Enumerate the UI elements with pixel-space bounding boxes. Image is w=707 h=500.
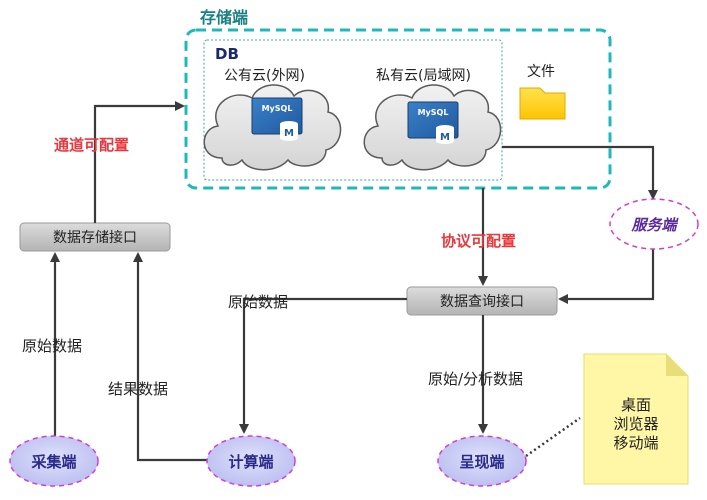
public-cloud-label: 公有云(外网) [224,68,305,84]
folder-icon [519,87,566,120]
db-inner-border [203,39,503,181]
store-interface: 数据存储接口 [19,222,171,252]
raw-analysis-label: 原始/分析数据 [428,370,523,388]
arrow-service-to-query [558,246,655,304]
service-node: 服务端 [609,198,699,250]
arrow-compute-to-store [133,252,208,462]
storage-title: 存储端 [200,8,248,27]
db-label: DB [215,45,239,63]
note-line-desktop: 桌面 [621,396,651,414]
storage-region: 存储端 DB [184,8,612,190]
compute-node: 计算端 [206,435,296,487]
public-cloud: 公有云(外网) MySQL M [203,68,342,171]
private-cloud-label: 私有云(局域网) [376,68,471,84]
client-note: 桌面 浏览器 移动端 [583,353,689,485]
result-data-label: 结果数据 [108,380,168,398]
query-interface: 数据查询接口 [406,286,558,316]
svg-text:MySQL: MySQL [418,108,449,117]
service-label: 服务端 [630,216,679,234]
raw-data-top-label: 原始数据 [228,293,288,311]
raw-data-left-label: 原始数据 [22,337,82,355]
note-line-browser: 浏览器 [613,415,658,433]
query-interface-label: 数据查询接口 [440,293,524,310]
compute-label: 计算端 [228,453,273,471]
note-paper [583,353,689,485]
arrow-cloud-to-service [502,145,658,200]
svg-text:MySQL: MySQL [262,104,293,113]
channel-config-label: 通道可配置 [54,136,129,154]
mysql-db-icon: MySQL M [251,97,303,141]
file-folder: 文件 [519,64,566,120]
mysql-db-icon: MySQL M [407,101,459,144]
store-interface-label: 数据存储接口 [53,229,137,246]
collector-node: 采集端 [9,435,99,487]
arrow-store-to-storage [93,101,185,223]
dotted-presenter-to-note [525,416,581,458]
private-cloud: 私有云(局域网) MySQL M [363,68,502,171]
note-line-mobile: 移动端 [613,434,658,452]
protocol-config-label: 协议可配置 [441,232,516,250]
presenter-node: 呈现端 [437,435,527,487]
svg-text:M: M [440,132,450,143]
storage-outer-border [184,28,612,190]
svg-text:M: M [284,128,294,139]
connectors [50,101,658,462]
collector-label: 采集端 [30,453,76,471]
presenter-label: 呈现端 [459,453,504,471]
arrow-query-to-compute [239,297,407,434]
file-label: 文件 [527,64,555,80]
